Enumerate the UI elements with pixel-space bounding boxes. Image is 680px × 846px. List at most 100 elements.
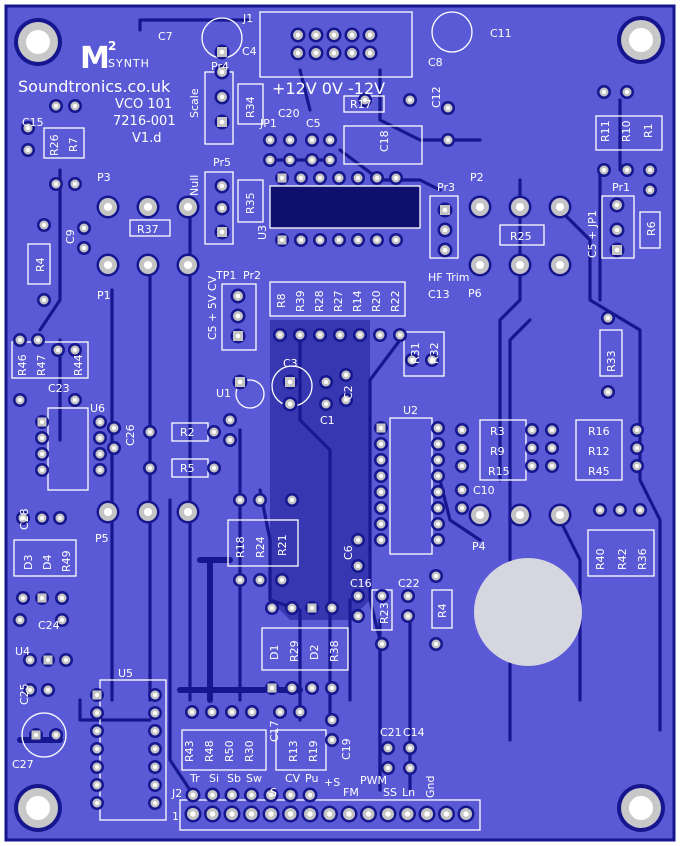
pad: [68, 177, 82, 191]
pad: [205, 705, 219, 719]
pad: [37, 293, 51, 307]
pad: [393, 328, 407, 342]
logo-m: M: [80, 41, 110, 76]
label-P6: P6: [468, 287, 482, 300]
pad: [374, 485, 388, 499]
pad: [353, 328, 367, 342]
pad: [29, 728, 43, 742]
pad: [214, 64, 230, 80]
pad: [374, 533, 388, 547]
pad: [207, 425, 221, 439]
component-outlines: [11, 11, 663, 831]
pad: [77, 221, 91, 235]
pad: [49, 99, 63, 113]
pad: [325, 733, 339, 747]
pad: [374, 501, 388, 515]
label-C2: C2: [342, 385, 355, 400]
label-R25: R25: [510, 230, 532, 243]
label-C21: C21: [380, 726, 402, 739]
pad: [293, 328, 307, 342]
pad: [374, 421, 388, 435]
label-R18: R18: [234, 536, 247, 558]
logo: M 2 SYNTH: [80, 39, 149, 76]
pad: [16, 591, 30, 605]
j2-label-cv: CV: [285, 772, 301, 785]
pad: [597, 85, 611, 99]
label-C28: C28: [18, 508, 31, 530]
label-U6: U6: [90, 402, 105, 415]
j2-name: J2: [171, 787, 182, 800]
pad: [325, 601, 339, 615]
pad: [275, 573, 289, 587]
label-R17: R17: [350, 98, 372, 111]
pad: [290, 27, 306, 43]
pad: [285, 601, 299, 615]
label-R34: R34: [244, 96, 257, 118]
pad: [431, 453, 445, 467]
pad: [93, 463, 107, 477]
pad: [107, 441, 121, 455]
pad: [68, 99, 82, 113]
pad: [16, 511, 30, 525]
label-R50: R50: [223, 740, 236, 762]
label-R13: R13: [287, 740, 300, 762]
label-R15: R15: [488, 465, 510, 478]
pad: [326, 27, 342, 43]
pad: [455, 501, 469, 515]
pad: [313, 233, 327, 247]
pad: [351, 171, 365, 185]
pad: [403, 741, 417, 755]
pad: [185, 705, 199, 719]
label-R36: R36: [636, 548, 649, 570]
pad: [620, 85, 634, 99]
pad: [437, 222, 453, 238]
pad: [302, 787, 318, 803]
label-J1: J1: [242, 12, 253, 25]
label-R27: R27: [332, 290, 345, 312]
pad: [609, 197, 625, 213]
label-R8: R8: [275, 293, 288, 308]
label-R40: R40: [594, 548, 607, 570]
label-P2: P2: [470, 171, 484, 184]
pad: [263, 787, 279, 803]
pad: [374, 437, 388, 451]
pad: [613, 503, 627, 517]
pad: [35, 463, 49, 477]
pad: [301, 805, 319, 823]
label-C24: C24: [38, 619, 60, 632]
pad: [233, 573, 247, 587]
logo-superscript: 2: [108, 39, 116, 53]
pad: [323, 133, 337, 147]
pad: [148, 778, 162, 792]
pad: [508, 503, 532, 527]
label-D3: D3: [22, 555, 35, 570]
pad: [340, 805, 358, 823]
pad: [548, 195, 572, 219]
pad: [431, 469, 445, 483]
label-C5-JP1: C5 + JP1: [586, 210, 599, 258]
label-R16: R16: [588, 425, 610, 438]
label-C22: C22: [398, 577, 420, 590]
label-U1: U1: [216, 387, 231, 400]
label-U3: U3: [256, 225, 269, 240]
label-R11: R11: [599, 120, 612, 142]
label-C5-5V-CV: C5 + 5V CV: [206, 275, 219, 340]
pad: [35, 447, 49, 461]
pad: [313, 328, 327, 342]
label-R45: R45: [588, 465, 610, 478]
mounting-holes: [14, 16, 665, 832]
pad: [313, 171, 327, 185]
pad: [319, 397, 333, 411]
label-C19: C19: [340, 738, 353, 760]
pad: [214, 114, 230, 130]
pad: [545, 423, 559, 437]
pad: [90, 778, 104, 792]
pad: [176, 195, 200, 219]
pad: [55, 613, 69, 627]
j2-pin1-marker: 1: [172, 810, 179, 823]
label-C17: C17: [268, 720, 281, 742]
pad: [333, 328, 347, 342]
pad: [455, 423, 469, 437]
part-number-label: 7216-001: [113, 114, 176, 129]
